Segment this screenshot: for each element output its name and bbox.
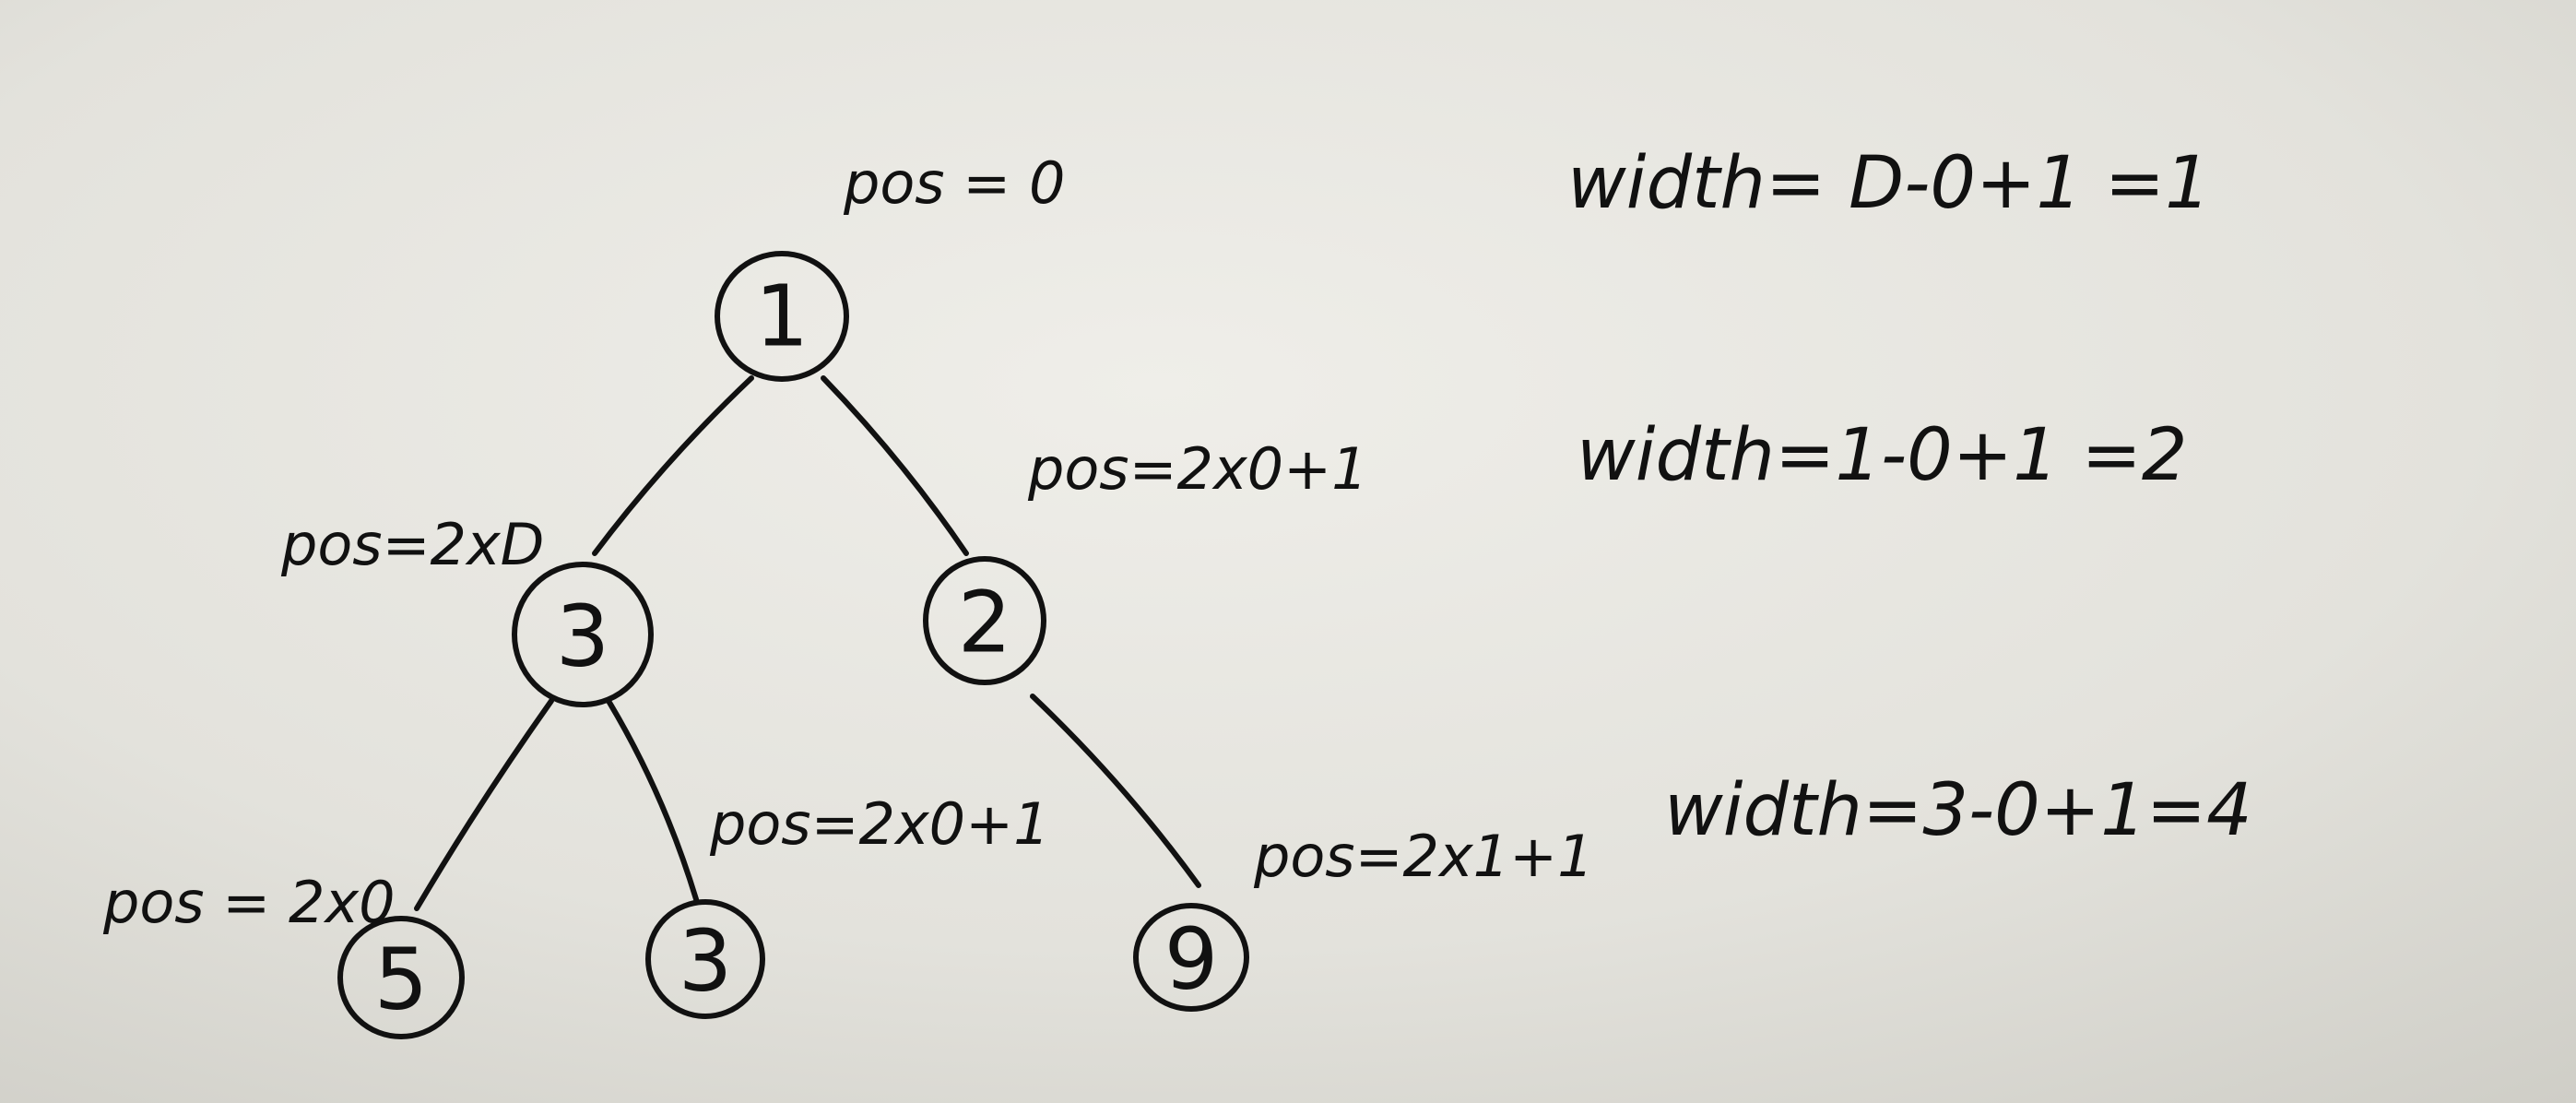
node-circle	[512, 562, 654, 707]
tree-node-left-left: 5	[337, 916, 465, 1039]
width-label-level-0: width= D-0+1 =1	[1567, 142, 2211, 225]
node-value: 5	[374, 931, 429, 1029]
node-value: 3	[679, 912, 733, 1011]
width-label-level-1: width=1-0+1 =2	[1577, 414, 2188, 497]
pos-label-root: pos = 0	[843, 149, 1065, 217]
edge-right-right-right	[1030, 694, 1201, 888]
edge-left-left-right	[606, 698, 699, 902]
edge-left-left-left	[414, 698, 554, 911]
tree-node-right-right: 9	[1133, 903, 1249, 1012]
tree-node-left-right: 3	[645, 899, 765, 1019]
tree-node-right: 2	[923, 556, 1046, 685]
pos-label-left-left: pos = 2x0	[102, 869, 396, 936]
tree-node-left: 3	[512, 562, 654, 707]
node-circle	[923, 556, 1046, 685]
width-label-level-2: width=3-0+1=4	[1664, 769, 2252, 852]
node-circle	[645, 899, 765, 1019]
pos-label-left: pos=2xD	[280, 511, 544, 578]
node-value: 1	[755, 267, 809, 366]
tree-node-root: 1	[715, 251, 849, 382]
pos-label-right-right: pos=2x1+1	[1253, 823, 1594, 890]
node-value: 9	[1164, 910, 1219, 1009]
edge-root-left	[592, 375, 754, 556]
node-circle	[337, 916, 465, 1039]
node-value: 2	[958, 574, 1012, 672]
pos-label-right: pos=2x0+1	[1027, 435, 1368, 503]
tree-edges	[414, 375, 1201, 911]
node-circle	[715, 251, 849, 382]
node-value: 3	[556, 587, 610, 686]
node-circle	[1133, 903, 1249, 1012]
edge-root-right	[821, 375, 969, 556]
pos-label-left-right: pos=2x0+1	[709, 790, 1050, 858]
